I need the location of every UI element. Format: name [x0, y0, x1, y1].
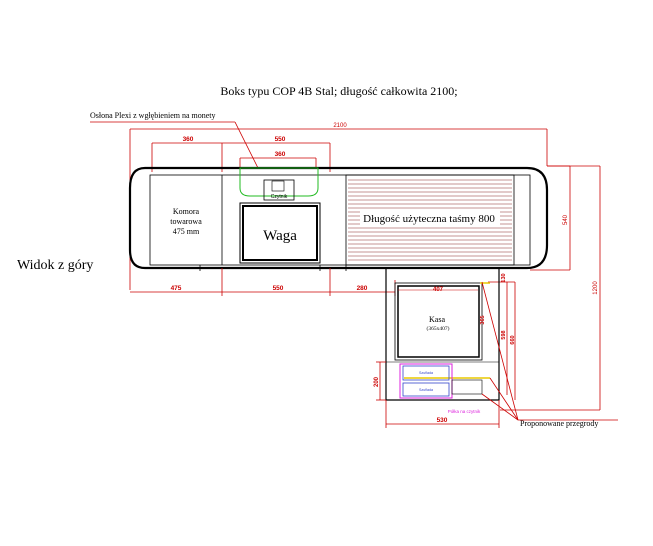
chamber-label-2: towarowa: [170, 217, 202, 226]
scale-label: Waga: [263, 228, 297, 244]
scale-inner: [242, 205, 318, 261]
top-dimensions: [129, 128, 548, 290]
reader-box: [263, 179, 295, 201]
dim-small-130: 130: [501, 273, 507, 282]
dim-total-length: 2100: [333, 123, 347, 129]
plexi-cover: [239, 167, 319, 197]
chamber-label-3: 475 mm: [173, 227, 200, 236]
drawer-area-magenta: [399, 363, 453, 399]
dim-right-height: 540: [563, 214, 569, 225]
belt-frame: [345, 174, 515, 266]
dim-top-mid: 550: [275, 136, 286, 143]
drawing-title: Boks typu COP 4B Stal; długość całkowita…: [220, 84, 457, 98]
plexi-cover-label: Osłona Plexi z wgłębieniem na monety: [90, 111, 216, 120]
dim-side-660: 660: [510, 335, 516, 344]
dim-register-depth: 365: [480, 315, 486, 324]
drawer-bottom: [402, 382, 450, 397]
lower-extension-outline: [385, 268, 500, 401]
dim-overall-height: 1200: [593, 281, 599, 295]
right-dimensions: [488, 165, 601, 411]
belt-label-bg: [360, 211, 500, 225]
dim-lower-width: 530: [437, 417, 448, 424]
divider-leaders: [481, 281, 618, 421]
drawer-top: [402, 365, 450, 381]
reader-inner: [271, 180, 285, 192]
dim-top-left: 360: [183, 136, 194, 143]
proposed-dividers-label: Proponowane przegrody: [520, 419, 598, 428]
dim-drawer-height: 200: [374, 376, 380, 387]
register-outer: [394, 282, 483, 361]
main-box-outline: [128, 166, 549, 270]
dim-side-598: 598: [501, 330, 507, 339]
drawer-right-box: [451, 379, 483, 395]
dim-bottom-550: 550: [273, 285, 284, 292]
belt-label: Długość użyteczna taśmy 800: [363, 213, 495, 225]
scale-outer: [239, 202, 321, 264]
dim-bottom-475: 475: [171, 285, 182, 292]
plexi-leader-diagonal: [234, 121, 259, 169]
chamber-label-1: Komora: [173, 207, 200, 216]
drawer-bottom-label: Szuflada: [419, 388, 433, 392]
dim-plexi-width: 360: [275, 151, 286, 158]
dim-bottom-280: 280: [357, 285, 368, 292]
register-inner: [397, 285, 480, 358]
view-label: Widok z góry: [17, 258, 93, 273]
register-size-label: (365x407): [427, 325, 450, 332]
dim-register-width: 407: [433, 287, 444, 293]
reader-shelf-label: Półka na czytnik: [448, 409, 481, 414]
drawer-top-label: Szuflada: [419, 371, 433, 375]
inner-frame: [149, 174, 531, 266]
drawer-dimensions: [376, 361, 500, 428]
register-label: Kasa: [429, 315, 445, 324]
reader-label: Czytnik: [271, 194, 288, 200]
